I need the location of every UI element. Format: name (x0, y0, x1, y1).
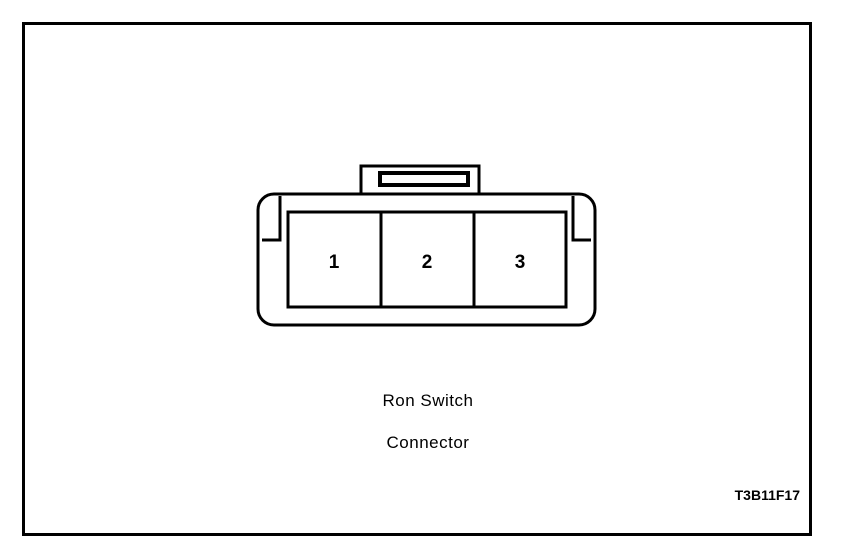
figure-border-frame (22, 22, 812, 536)
caption-line-2: Connector (386, 433, 470, 452)
figure-caption: Ron Switch Connector (228, 392, 628, 451)
caption-line-1: Ron Switch (382, 391, 474, 410)
figure-reference-code: T3B11F17 (734, 487, 800, 503)
